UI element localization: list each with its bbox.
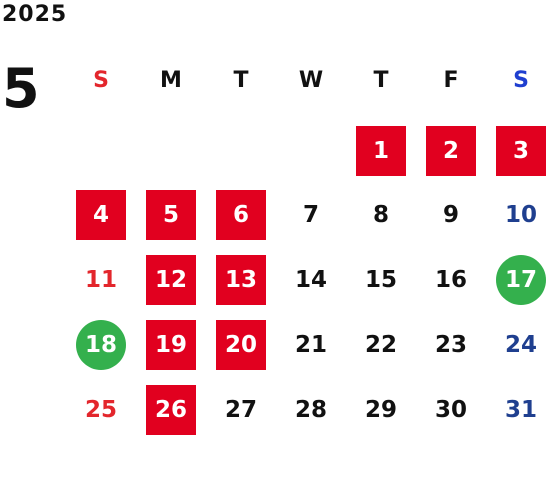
weekday-header-sunday: S	[93, 68, 109, 93]
day-cell-10[interactable]: 10	[504, 202, 537, 228]
weekday-header-monday: M	[160, 68, 182, 93]
day-cell-12[interactable]: 12	[146, 255, 196, 305]
day-cell-26[interactable]: 26	[146, 385, 196, 435]
day-cell-17[interactable]: 17	[496, 255, 546, 305]
weekday-header-saturday: S	[513, 68, 529, 93]
day-cell-1[interactable]: 1	[356, 126, 406, 176]
weekday-header-tuesday: T	[233, 68, 249, 93]
day-cell-11[interactable]: 11	[84, 267, 117, 293]
day-cell-21[interactable]: 21	[294, 332, 327, 358]
day-cell-13[interactable]: 13	[216, 255, 266, 305]
day-cell-9[interactable]: 9	[442, 202, 459, 228]
day-cell-5[interactable]: 5	[146, 190, 196, 240]
day-cell-3[interactable]: 3	[496, 126, 546, 176]
weekday-header-friday: F	[443, 68, 459, 93]
day-cell-30[interactable]: 30	[434, 397, 467, 423]
day-cell-23[interactable]: 23	[434, 332, 467, 358]
day-cell-20[interactable]: 20	[216, 320, 266, 370]
weekday-header-thursday: T	[373, 68, 389, 93]
day-cell-24[interactable]: 24	[504, 332, 537, 358]
day-cell-8[interactable]: 8	[372, 202, 389, 228]
day-cell-14[interactable]: 14	[294, 267, 327, 293]
day-cell-31[interactable]: 31	[504, 397, 537, 423]
day-cell-7[interactable]: 7	[302, 202, 319, 228]
weekday-header-wednesday: W	[298, 68, 324, 93]
day-cell-16[interactable]: 16	[434, 267, 467, 293]
day-cell-4[interactable]: 4	[76, 190, 126, 240]
day-cell-2[interactable]: 2	[426, 126, 476, 176]
day-cell-28[interactable]: 28	[294, 397, 327, 423]
year-label: 2025	[2, 2, 68, 27]
day-cell-25[interactable]: 25	[84, 397, 117, 423]
day-cell-19[interactable]: 19	[146, 320, 196, 370]
day-cell-29[interactable]: 29	[364, 397, 397, 423]
month-number: 5	[2, 57, 40, 120]
day-cell-27[interactable]: 27	[224, 397, 257, 423]
day-cell-22[interactable]: 22	[364, 332, 397, 358]
day-cell-6[interactable]: 6	[216, 190, 266, 240]
day-cell-15[interactable]: 15	[364, 267, 397, 293]
day-cell-18[interactable]: 18	[76, 320, 126, 370]
